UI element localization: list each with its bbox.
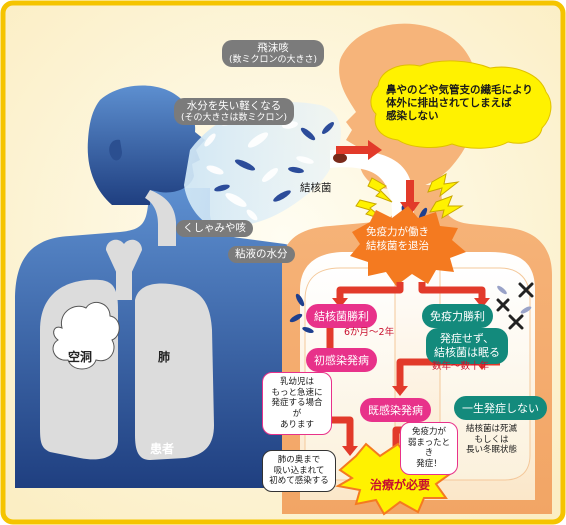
period-long-label: 数年〜数十年 xyxy=(432,358,489,372)
deep-lung-line1: 肺の奥まで xyxy=(269,455,329,466)
droplets-label: 飛沫咳 (数ミクロンの大きさ) xyxy=(222,40,324,67)
reactivation-badge: 既感染発病 xyxy=(360,398,431,422)
dead-note-line3: 長い冬眠状態 xyxy=(466,445,517,456)
deep-lung-note: 肺の奥まで 吸い込まれて 初めて感染する xyxy=(262,450,336,492)
primary-onset-badge: 初感染発病 xyxy=(306,348,377,372)
dead-note: 結核菌は死滅 もしくは 長い冬眠状態 xyxy=(466,424,517,456)
treatment-label: 治療が必要 xyxy=(370,476,430,493)
cavity-label: 空洞 xyxy=(68,348,92,365)
immunity-line1: 免疫力が働き xyxy=(366,226,429,240)
weak-immunity-line2: 弱まったとき xyxy=(407,438,451,459)
dead-note-line1: 結核菌は死滅 xyxy=(466,424,517,435)
infant-note-line1: 乳幼児は xyxy=(269,377,325,388)
weak-immunity-line3: 発症！ xyxy=(407,459,451,470)
evaporated-label: 水分を失い軽くなる (その大きさは数ミクロン) xyxy=(174,98,294,125)
nose-note: 鼻やのどや気管支の繊毛により 体外に排出されてしまえば 感染しない xyxy=(386,84,533,123)
infant-note-line2: もっと急速に xyxy=(269,388,325,399)
mucus-label: 粘液の水分 xyxy=(228,246,295,263)
immunity-line2: 結核菌を退治 xyxy=(366,240,429,254)
no-onset-badge: 一生発症しない xyxy=(454,396,547,420)
weak-immunity-line1: 免疫力が xyxy=(407,427,451,438)
evaporated-line2: (その大きさは数ミクロン) xyxy=(181,113,287,124)
period-short-label: 6か月〜2年 xyxy=(344,324,394,338)
dormant-line1: 発症せず、 xyxy=(434,332,500,346)
deep-lung-line2: 吸い込まれて xyxy=(269,466,329,477)
weak-immunity-note: 免疫力が 弱まったとき 発症！ xyxy=(400,422,458,475)
infant-note-line4: あります xyxy=(269,420,325,431)
droplets-line2: (数ミクロンの大きさ) xyxy=(229,55,317,66)
sneeze-label: くしゃみや咳 xyxy=(176,220,253,237)
lung-label: 肺 xyxy=(158,348,170,365)
deep-lung-line3: 初めて感染する xyxy=(269,476,329,487)
infant-note-line3: 発症する場合が xyxy=(269,398,325,419)
immunity-label: 免疫力が働き 結核菌を退治 xyxy=(366,226,429,253)
nose-note-line2: 体外に排出されてしまえば xyxy=(386,97,533,110)
patient-label: 患者 xyxy=(150,440,174,457)
droplets-line1: 飛沫咳 xyxy=(229,42,317,55)
tb-bacteria-label: 結核菌 xyxy=(300,182,332,195)
nose-note-line1: 鼻やのどや気管支の繊毛により xyxy=(386,84,533,97)
dead-note-line2: もしくは xyxy=(466,435,517,446)
immune-wins-badge: 免疫力勝利 xyxy=(422,304,493,328)
nose-note-line3: 感染しない xyxy=(386,110,533,123)
evaporated-line1: 水分を失い軽くなる xyxy=(181,100,287,113)
infant-note: 乳幼児は もっと急速に 発症する場合が あります xyxy=(262,372,332,435)
